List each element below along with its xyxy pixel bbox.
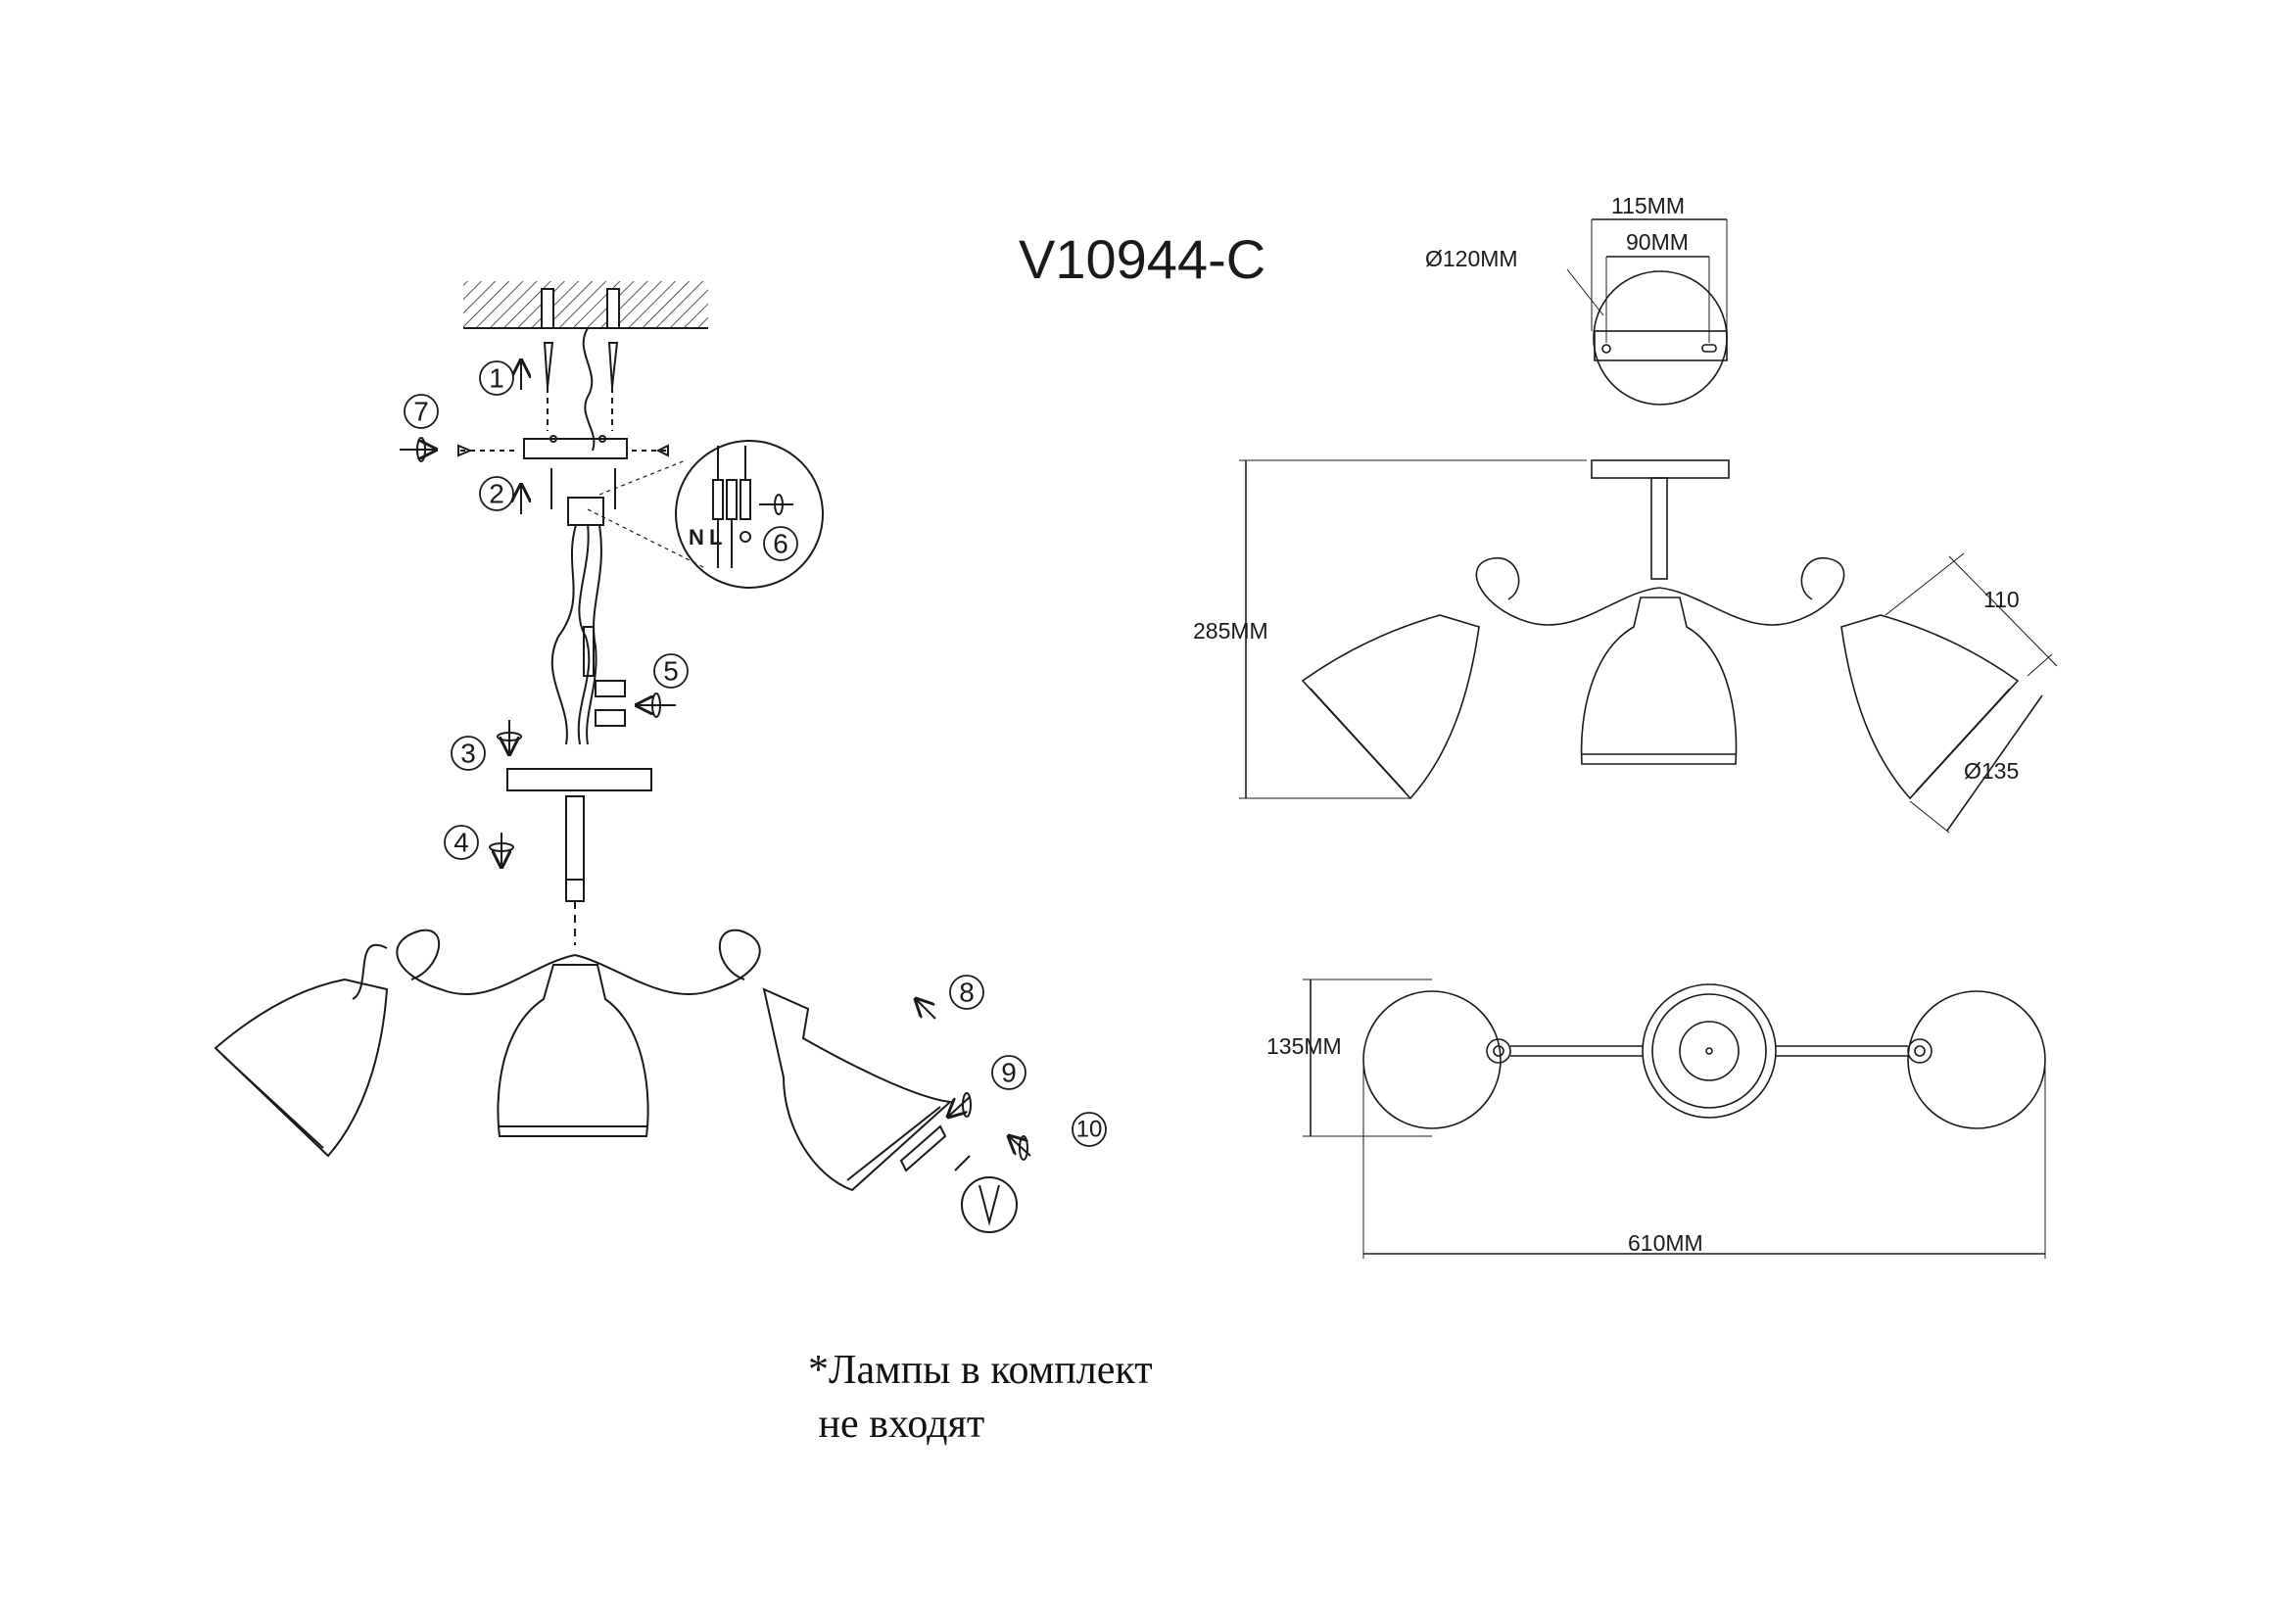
width-depth-label: 135MM xyxy=(1266,1033,1342,1059)
step-10-marker xyxy=(1072,1112,1107,1147)
step-9-marker xyxy=(991,1055,1026,1090)
step-1-marker xyxy=(479,360,514,396)
step-10: 10 xyxy=(1076,1117,1103,1143)
note-line-1: Лампы в комплект xyxy=(829,1348,1153,1393)
canopy-plate-view xyxy=(1566,218,1728,406)
step-9: 9 xyxy=(1001,1058,1017,1088)
step-6: 6 xyxy=(773,529,788,559)
step-3-marker xyxy=(451,736,486,771)
step-8-marker xyxy=(949,975,984,1010)
note-line-2: не входят xyxy=(818,1402,985,1447)
ceiling-hatch xyxy=(463,281,708,328)
step-3: 3 xyxy=(460,739,476,769)
model-title: V10944-C xyxy=(1019,228,1265,290)
shade-diameter-label: Ø135 xyxy=(1964,758,2019,784)
step-7: 7 xyxy=(413,397,429,427)
front-view xyxy=(1239,459,2058,834)
top-view xyxy=(1303,979,2046,1259)
step-5-marker xyxy=(653,653,689,689)
step-1: 1 xyxy=(489,363,504,394)
overall-length-label: 610MM xyxy=(1628,1230,1703,1256)
height-label: 285MM xyxy=(1193,618,1268,644)
plate-width-label: 115MM xyxy=(1611,193,1685,218)
live-label: L xyxy=(709,525,722,549)
step-4: 4 xyxy=(453,828,469,858)
step-7-marker xyxy=(404,394,439,429)
shade-depth-label: 110 xyxy=(1983,587,2020,612)
step-2-marker xyxy=(479,476,514,511)
step-8: 8 xyxy=(959,978,975,1008)
step-4-marker xyxy=(444,825,479,860)
step-2: 2 xyxy=(489,479,504,509)
note-asterisk: * xyxy=(808,1348,829,1393)
hole-spacing-label: 90MM xyxy=(1626,229,1689,255)
step-6-marker xyxy=(763,526,798,561)
step-numbers: 1 2 3 4 5 6 7 8 9 10 xyxy=(413,363,1102,1143)
installation-diagram xyxy=(214,281,1031,1233)
step-markers xyxy=(404,360,1107,1147)
step-5: 5 xyxy=(663,656,679,687)
plate-diameter-label: Ø120MM xyxy=(1425,246,1518,271)
lamps-not-included-note: *Лампы в комплект не входят xyxy=(808,1344,1153,1452)
neutral-label: N xyxy=(689,525,704,549)
